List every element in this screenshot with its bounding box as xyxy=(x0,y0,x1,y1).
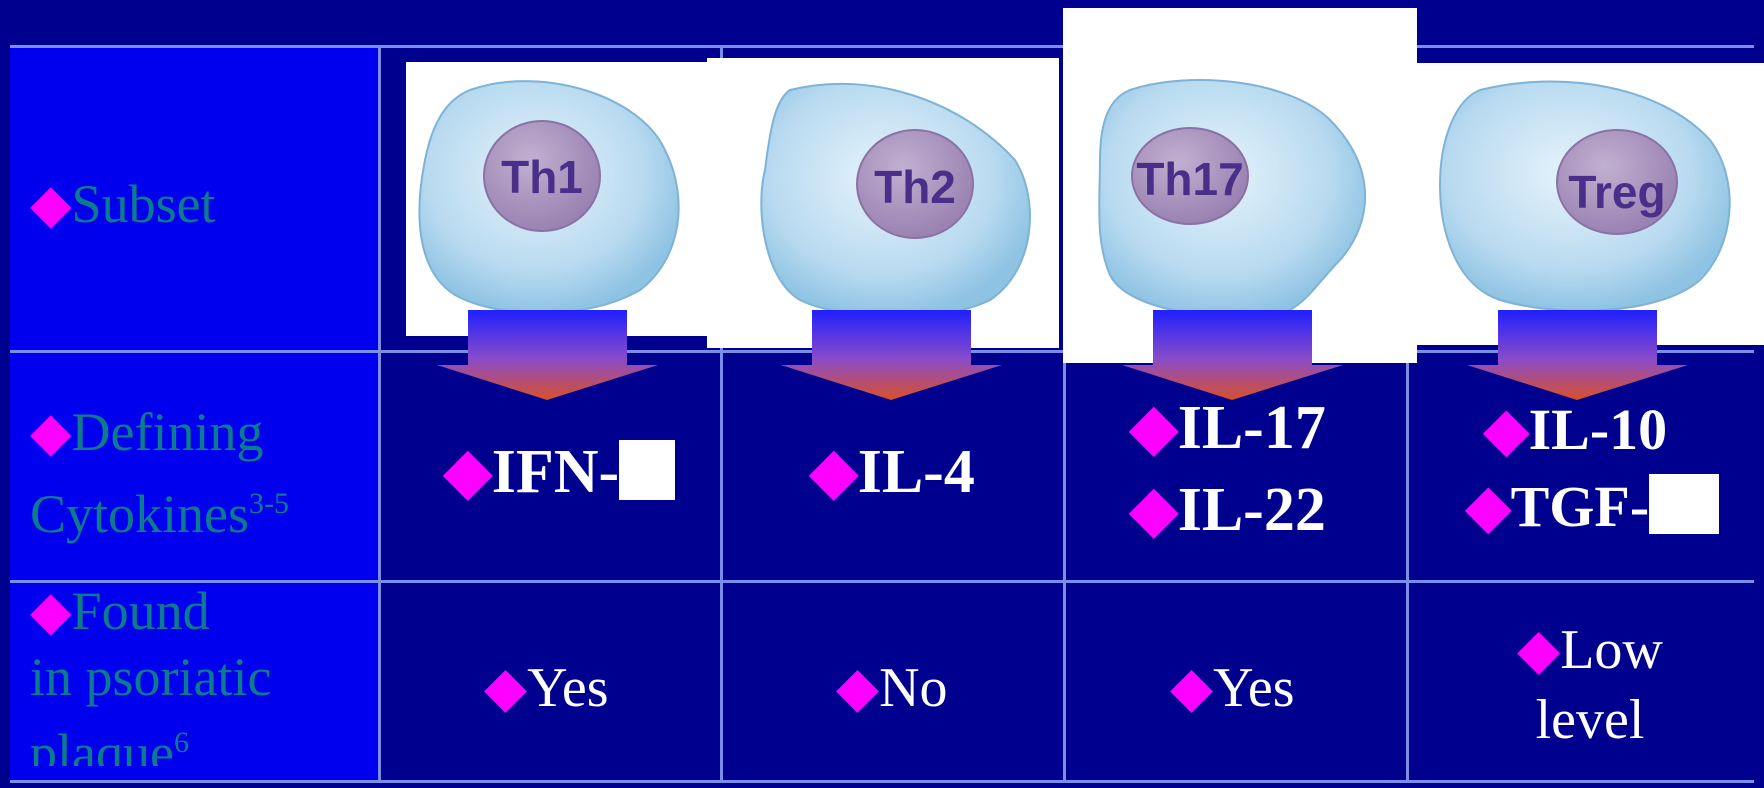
grid-line-col3 xyxy=(1063,45,1066,783)
bullet-icon: ◆ xyxy=(1466,474,1511,539)
down-arrow-icon xyxy=(437,310,658,400)
down-arrow-icon xyxy=(1467,310,1688,400)
bullet-icon: ◆ xyxy=(444,438,492,506)
cytokine-treg-il10: ◆IL-10 xyxy=(1484,397,1668,462)
cytokine-th17-il17: ◆IL-17 xyxy=(1130,394,1326,462)
bullet-icon: ◆ xyxy=(1517,619,1561,681)
row-label-subset: ◆Subset xyxy=(30,174,216,234)
t-cell-icon xyxy=(418,80,680,315)
down-arrow-icon xyxy=(1122,310,1343,400)
bullet-icon: ◆ xyxy=(30,174,72,234)
bullet-icon: ◆ xyxy=(810,438,858,506)
bullet-icon: ◆ xyxy=(30,581,72,641)
redacted-greek-symbol xyxy=(619,440,676,500)
subset-name-th2: Th2 xyxy=(874,161,956,213)
cytokine-treg-tgf: ◆TGF- xyxy=(1466,472,1720,542)
grid-line-col2 xyxy=(720,45,723,783)
bullet-icon: ◆ xyxy=(1130,394,1178,462)
cytokine-th1: ◆IFN- xyxy=(444,437,676,507)
grid-line-top xyxy=(10,45,1754,48)
bullet-icon: ◆ xyxy=(1130,476,1178,544)
bullet-icon: ◆ xyxy=(1484,397,1529,462)
grid-line-col1 xyxy=(378,45,381,783)
bullet-icon: ◆ xyxy=(836,657,880,719)
found-th1: ◆Yes xyxy=(484,657,609,719)
found-th17: ◆Yes xyxy=(1170,657,1295,719)
bullet-icon: ◆ xyxy=(1170,657,1214,719)
t-cell-icon xyxy=(1098,79,1366,320)
cytokine-th17-il22: ◆IL-22 xyxy=(1130,476,1326,544)
bullet-icon: ◆ xyxy=(30,402,72,462)
bullet-icon: ◆ xyxy=(484,657,528,719)
found-th2: ◆No xyxy=(836,657,948,719)
grid-line-col4 xyxy=(1406,45,1409,783)
found-treg: ◆Low level xyxy=(1517,619,1663,751)
row-label-cytokines: ◆Defining Cytokines3-5 xyxy=(30,402,290,544)
subset-name-th17: Th17 xyxy=(1136,153,1244,205)
subset-name-treg: Treg xyxy=(1568,166,1666,218)
t-cell-icon xyxy=(1438,80,1731,312)
grid-line-bottom xyxy=(10,780,1754,783)
down-arrow-icon xyxy=(781,310,1002,400)
row-label-found: ◆Found in psoriatic plaque6 xyxy=(30,581,272,766)
grid-line-row2 xyxy=(10,580,1754,583)
t-cell-icon xyxy=(760,82,1031,318)
redacted-greek-symbol xyxy=(1649,474,1720,534)
subset-name-th1: Th1 xyxy=(501,151,583,203)
row-header-column xyxy=(10,47,378,782)
cytokine-th2: ◆IL-4 xyxy=(810,438,975,506)
